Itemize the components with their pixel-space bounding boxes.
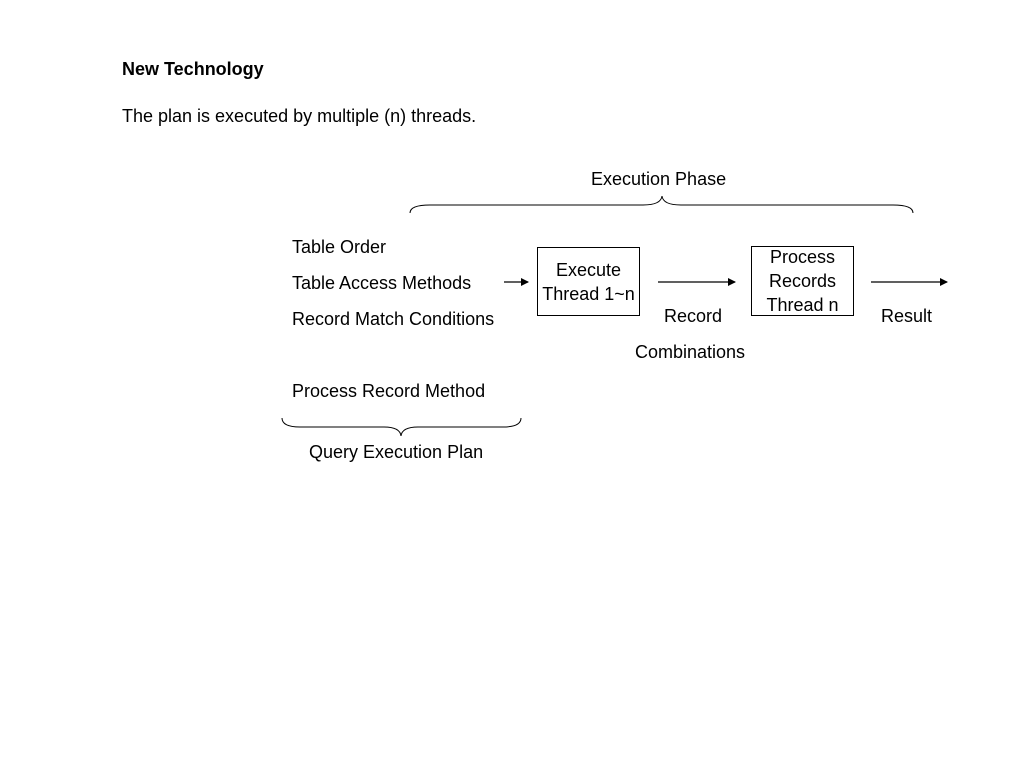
process-box-line-3: Thread n xyxy=(766,295,839,315)
process-box-line-1: Process xyxy=(769,247,835,267)
combinations-label: Combinations xyxy=(635,342,746,362)
result-label: Result xyxy=(881,306,933,326)
query-execution-plan-label: Query Execution Plan xyxy=(309,442,484,462)
plan-item-table-access-methods: Table Access Methods xyxy=(292,273,472,293)
record-label: Record xyxy=(664,306,723,326)
slide-title: New Technology xyxy=(122,59,264,79)
plan-item-record-match-conditions: Record Match Conditions xyxy=(292,309,495,329)
process-records-box: Process Records Thread n xyxy=(751,246,854,316)
execute-thread-box: Execute Thread 1~n xyxy=(537,247,640,316)
execution-phase-label: Execution Phase xyxy=(591,169,727,189)
slide-subtitle: The plan is executed by multiple (n) thr… xyxy=(122,106,477,126)
plan-item-table-order: Table Order xyxy=(292,237,387,257)
plan-item-process-record-method: Process Record Method xyxy=(292,381,486,401)
execute-box-line-2: Thread 1~n xyxy=(542,283,635,304)
process-box-line-2: Records xyxy=(768,271,836,291)
execute-box-line-1: Execute xyxy=(555,259,622,280)
execution-phase-brace xyxy=(409,195,914,214)
query-execution-plan-brace xyxy=(281,417,522,437)
